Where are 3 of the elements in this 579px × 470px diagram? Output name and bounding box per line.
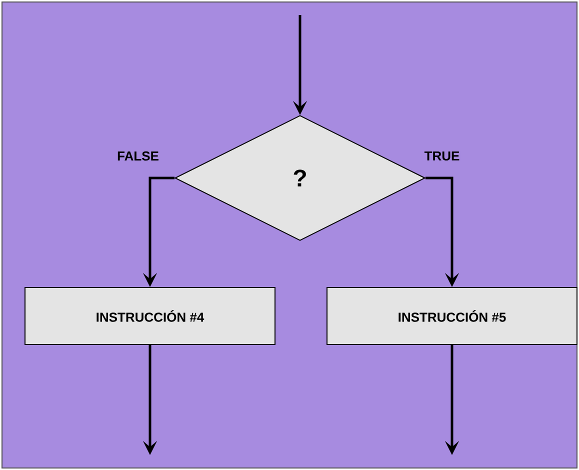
edge-label: FALSE bbox=[116, 150, 160, 162]
process-box: INSTRUCCIÓN #5 bbox=[326, 287, 578, 345]
process-box: INSTRUCCIÓN #4 bbox=[24, 287, 276, 345]
